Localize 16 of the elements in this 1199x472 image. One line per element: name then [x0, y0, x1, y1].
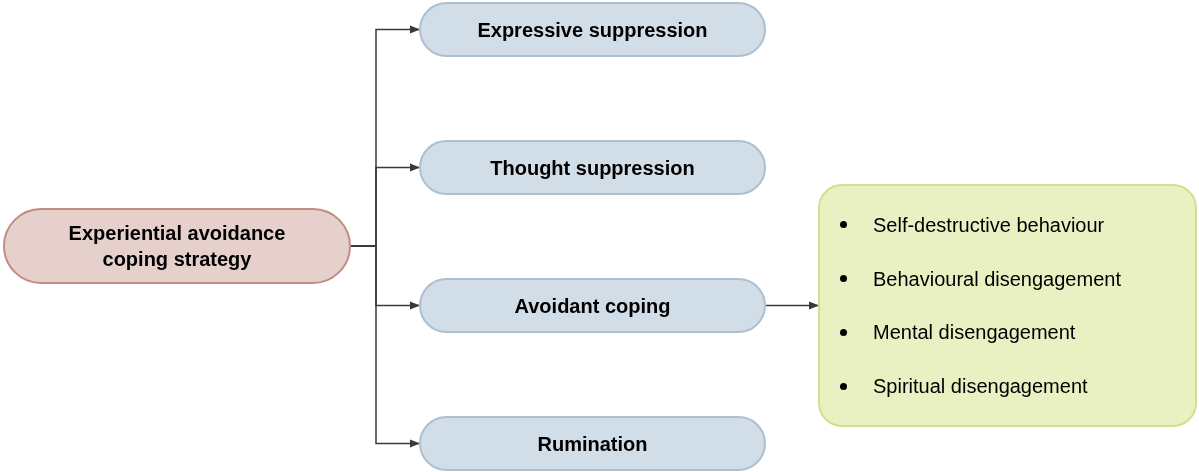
list-box — [818, 184, 1197, 427]
arrow — [350, 245, 420, 448]
list-item: Self-destructive behaviour — [873, 212, 1105, 238]
list-item: Spiritual disengagement — [873, 374, 1088, 400]
arrow — [765, 301, 819, 310]
process-box — [419, 140, 766, 195]
node-label: Expressive suppression — [477, 17, 708, 43]
node-label: Rumination — [537, 431, 648, 457]
process-box — [419, 278, 766, 333]
list-item: Mental disengagement — [873, 320, 1076, 346]
list-item: Behavioural disengagement — [873, 266, 1121, 292]
node-label: Experiential avoidance coping strategy — [67, 221, 287, 272]
node-label: Thought suppression — [490, 155, 695, 181]
node-label: Avoidant coping — [514, 293, 671, 319]
process-box — [419, 416, 766, 471]
process-box — [419, 2, 766, 57]
